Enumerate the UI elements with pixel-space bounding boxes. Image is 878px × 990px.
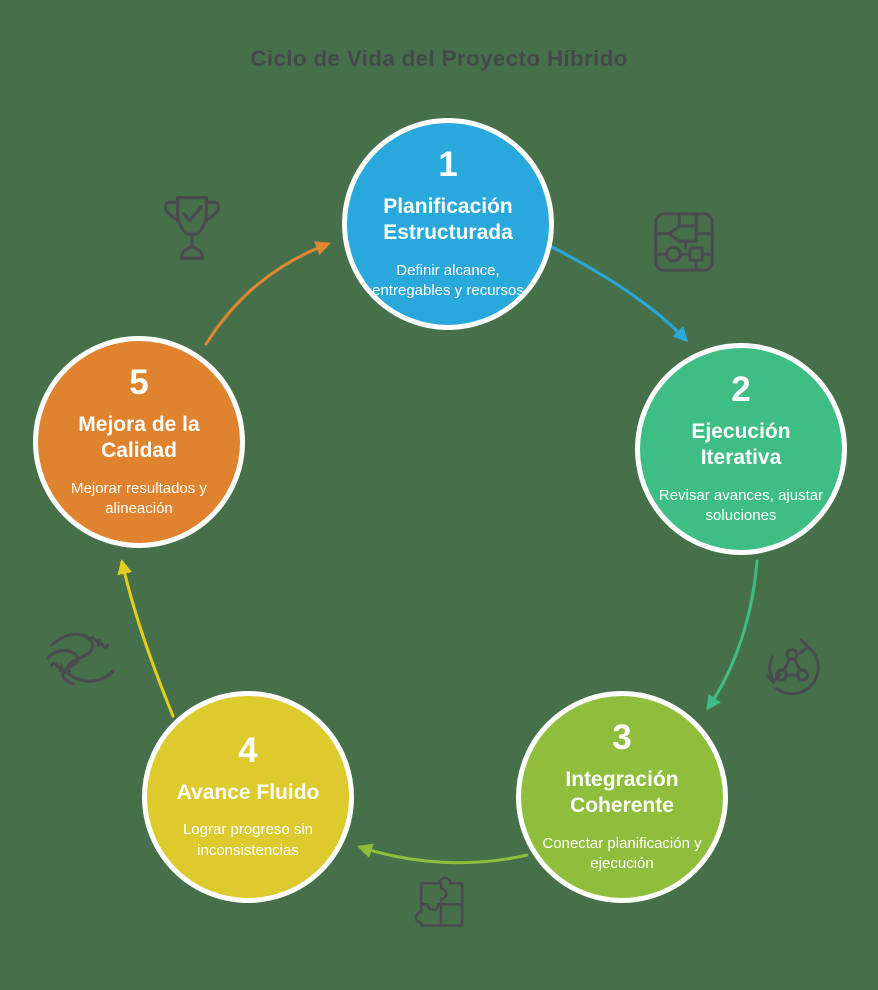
step-number: 4 bbox=[238, 731, 258, 771]
step-1-circle-planificacion: 1 Planificación Estructurada Definir alc… bbox=[342, 118, 554, 330]
step-title: Planificación Estructurada bbox=[383, 195, 513, 245]
step-2-circle-ejecucion: 2 Ejecución Iterativa Revisar avances, a… bbox=[635, 343, 847, 555]
circuit-map-icon bbox=[646, 204, 722, 280]
sync-network-icon bbox=[754, 628, 830, 704]
step-4-circle-avance: 4 Avance Fluido Lograr progreso sin inco… bbox=[142, 691, 354, 903]
step-description: Revisar avances, ajustar soluciones bbox=[658, 486, 824, 524]
step-number: 2 bbox=[731, 370, 751, 409]
step-description: Mejorar resultados y alineación bbox=[71, 479, 207, 517]
step-number: 5 bbox=[129, 363, 149, 402]
step-description: Definir alcance, entregables y recursos bbox=[372, 261, 524, 299]
trophy-check-icon bbox=[152, 188, 232, 276]
arrow-step3-to-step4 bbox=[357, 843, 529, 865]
step-title: Integración Coherente bbox=[565, 768, 679, 818]
step-number: 3 bbox=[612, 718, 632, 757]
river-icon bbox=[42, 618, 122, 698]
step-3-circle-integracion: 3 Integración Coherente Conectar planifi… bbox=[516, 691, 728, 903]
step-title: Mejora de la Calidad bbox=[78, 413, 200, 463]
step-title: Ejecución Iterativa bbox=[691, 420, 791, 470]
diagram-title: Ciclo de Vida del Proyecto Híbrido bbox=[250, 46, 628, 71]
step-number: 1 bbox=[438, 145, 458, 184]
step-5-circle-mejora: 5 Mejora de la Calidad Mejorar resultado… bbox=[33, 336, 245, 548]
puzzle-icon bbox=[408, 870, 474, 936]
step-description: Conectar planificación y ejecución bbox=[542, 834, 702, 872]
arrow-step4-to-step5 bbox=[117, 559, 175, 718]
step-description: Lograr progreso sin inconsistencias bbox=[182, 821, 314, 859]
step-title: Avance Fluido bbox=[176, 781, 320, 805]
arrow-step2-to-step3 bbox=[706, 559, 759, 711]
